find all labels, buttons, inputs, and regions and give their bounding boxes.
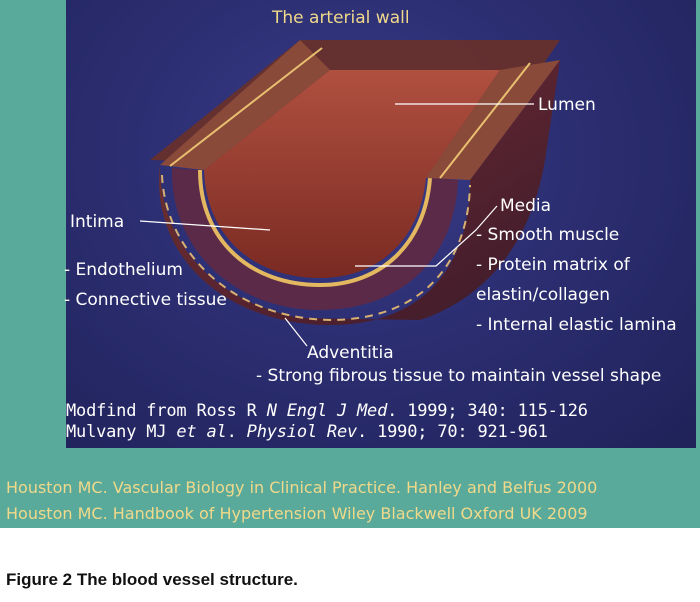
adventitia-leader bbox=[284, 317, 308, 347]
connective-tissue-label: - Connective tissue bbox=[64, 290, 227, 310]
outer-wall bbox=[159, 60, 561, 325]
endothelium-label: - Endothelium bbox=[64, 260, 183, 280]
adventitia-description: - Strong fibrous tissue to maintain vess… bbox=[256, 366, 662, 386]
intima-leader bbox=[139, 220, 271, 231]
reference-ross: Modfind from Ross R N Engl J Med. 1999; … bbox=[66, 401, 588, 421]
internal-elastic-lamina-label: - Internal elastic lamina bbox=[476, 315, 677, 335]
artery-illustration bbox=[139, 40, 561, 347]
media-label: Media bbox=[500, 196, 552, 216]
protein-matrix-label: - Protein matrix of bbox=[476, 255, 630, 275]
adventitia-label: Adventitia bbox=[307, 343, 394, 363]
diagram-title: The arterial wall bbox=[272, 8, 410, 28]
source-houston-2000: Houston MC. Vascular Biology in Clinical… bbox=[6, 478, 598, 497]
lumen-area bbox=[204, 70, 500, 278]
media-leader bbox=[355, 205, 498, 267]
intima-label: Intima bbox=[70, 212, 125, 232]
source-houston-2009: Houston MC. Handbook of Hypertension Wil… bbox=[6, 504, 588, 523]
left-wall-top bbox=[160, 40, 330, 170]
lumen-label: Lumen bbox=[538, 95, 596, 115]
figure-caption: Figure 2 The blood vessel structure. bbox=[6, 570, 298, 589]
smooth-muscle-label: - Smooth muscle bbox=[476, 225, 620, 245]
media-layer bbox=[171, 168, 458, 310]
figure-panel: The arterial wall Lumen Intima - Endothe… bbox=[0, 0, 700, 528]
right-wall-top bbox=[426, 60, 560, 180]
reference-mulvany: Mulvany MJ et al. Physiol Rev. 1990; 70:… bbox=[66, 422, 548, 442]
elastin-collagen-label: elastin/collagen bbox=[476, 285, 610, 305]
